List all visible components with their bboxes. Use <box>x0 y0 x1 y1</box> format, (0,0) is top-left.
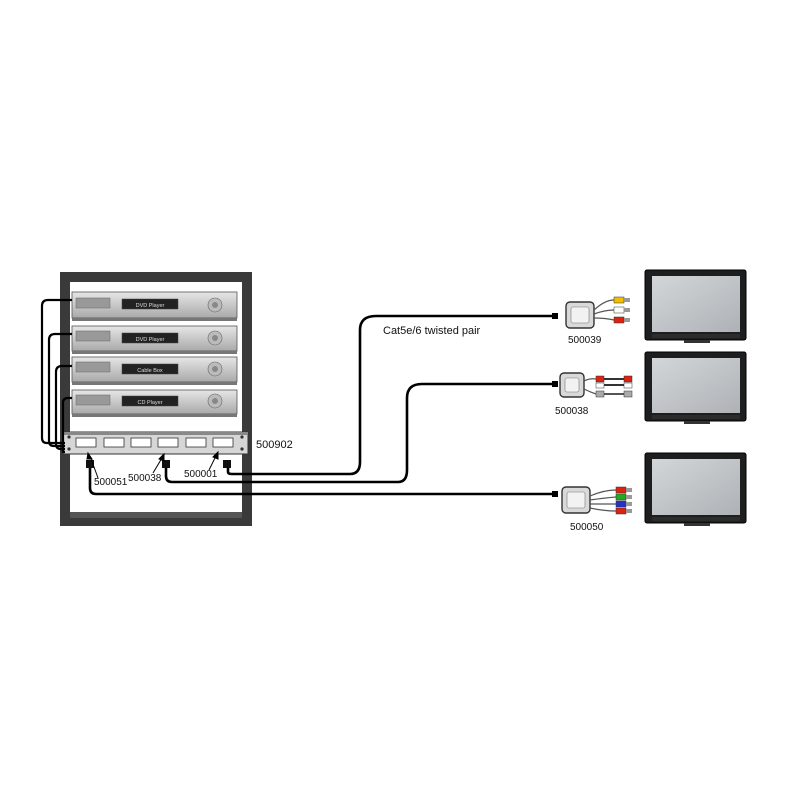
device-label: DVD Player <box>136 303 165 309</box>
receiver-label: 500039 <box>568 335 602 346</box>
receiver-label: 500038 <box>555 406 589 417</box>
cat5-cables <box>88 314 554 496</box>
rack-device-cable-box: Cable Box <box>71 356 238 385</box>
callout-arrow <box>152 457 163 474</box>
module-slot <box>185 437 207 448</box>
module-slot <box>157 437 179 448</box>
module-callouts <box>86 450 219 479</box>
module-label-right: 500001 <box>184 469 218 480</box>
device-display <box>121 363 179 375</box>
panel-label: 500902 <box>256 439 293 451</box>
av-cable-plugs-icon <box>595 375 633 398</box>
display-2 <box>644 351 747 424</box>
device-display <box>121 298 179 310</box>
rca-plugs-icon <box>613 296 630 324</box>
rack-device-dvd-player-2: DVD Player <box>71 325 238 354</box>
module-label-left: 500051 <box>94 477 128 488</box>
internal-patch-cables <box>40 298 72 454</box>
module-slot <box>75 437 97 448</box>
callout-arrow <box>89 455 99 479</box>
callout-arrow <box>208 455 217 471</box>
display-1 <box>644 269 747 343</box>
display-3 <box>644 452 747 526</box>
cable-to-500039 <box>226 314 554 476</box>
display-screen <box>652 276 740 332</box>
receiver-500050: 500050 <box>561 486 632 533</box>
device-label: CD Player <box>137 400 162 406</box>
module-slot <box>130 437 152 448</box>
receiver-500038: 500038 <box>555 372 633 417</box>
device-label: Cable Box <box>137 368 163 374</box>
module-label-middle: 500038 <box>128 473 162 484</box>
component-plugs-icon <box>615 486 632 515</box>
rack-panel-500902 <box>62 431 249 455</box>
display-screen <box>652 459 740 515</box>
device-display <box>121 332 179 344</box>
rack-device-cd-player: CD Player <box>71 389 238 417</box>
equipment-rack: DVD Player DVD Player Cable Box <box>60 272 293 526</box>
rack-device-dvd-player-1: DVD Player <box>71 291 238 321</box>
connector-plug <box>223 460 231 468</box>
cable-to-500038 <box>164 382 554 484</box>
connector-plug <box>86 460 94 468</box>
display-screen <box>652 358 740 413</box>
connector-plug <box>162 460 170 468</box>
receiver-500039: 500039 <box>565 296 630 346</box>
receiver-label: 500050 <box>570 522 604 533</box>
device-label: DVD Player <box>136 337 165 343</box>
device-display <box>121 395 179 407</box>
cable-label: Cat5e/6 twisted pair <box>383 325 481 337</box>
module-slot <box>212 437 234 448</box>
cable-to-500050 <box>88 468 554 496</box>
module-slot <box>103 437 125 448</box>
